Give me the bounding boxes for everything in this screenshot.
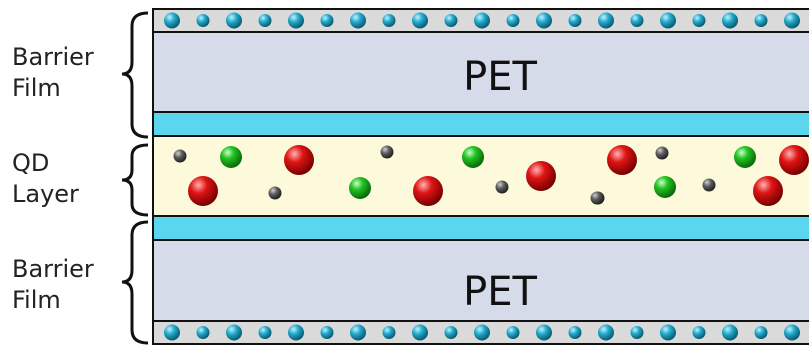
coating-bead bbox=[382, 326, 396, 339]
bottom-barrier-bracket bbox=[121, 220, 149, 345]
bottom-barrier-film-label-line2: Film bbox=[12, 286, 61, 314]
coating-bead bbox=[412, 12, 428, 29]
qd-layer-bracket bbox=[121, 143, 149, 217]
coating-bead bbox=[754, 14, 768, 27]
coating-bead bbox=[444, 14, 458, 27]
coating-bead bbox=[474, 12, 490, 29]
coating-bead bbox=[536, 324, 552, 341]
coating-bead bbox=[598, 12, 614, 29]
green-quantum-dot bbox=[654, 176, 676, 198]
gray-quantum-dot bbox=[702, 178, 716, 192]
gray-quantum-dot bbox=[380, 145, 394, 159]
bottom-barrier-film-label-line1: Barrier bbox=[12, 255, 94, 283]
top-adhesive-layer bbox=[152, 111, 809, 137]
coating-bead bbox=[784, 324, 800, 341]
coating-bead bbox=[164, 12, 180, 29]
bottom-pet-layer bbox=[152, 239, 809, 322]
coating-bead bbox=[258, 326, 272, 339]
qd-layer-label-line1: QD bbox=[12, 149, 50, 177]
red-quantum-dot bbox=[526, 161, 556, 191]
coating-bead bbox=[784, 12, 800, 29]
coating-bead bbox=[164, 324, 180, 341]
gray-quantum-dot bbox=[590, 191, 604, 205]
green-quantum-dot bbox=[462, 146, 484, 168]
top-barrier-film-label-line1: Barrier bbox=[12, 43, 94, 71]
coating-bead bbox=[382, 14, 396, 27]
gray-quantum-dot bbox=[495, 180, 509, 194]
green-quantum-dot bbox=[734, 146, 756, 168]
coating-bead bbox=[288, 12, 304, 29]
red-quantum-dot bbox=[779, 145, 809, 175]
coating-bead bbox=[320, 14, 334, 27]
coating-bead bbox=[630, 14, 644, 27]
qd-matrix-layer bbox=[152, 135, 809, 217]
gray-quantum-dot bbox=[268, 186, 282, 200]
coating-bead bbox=[660, 324, 676, 341]
coating-bead bbox=[536, 12, 552, 29]
top-barrier-film-label: Barrier Film bbox=[12, 42, 94, 104]
coating-bead bbox=[692, 326, 706, 339]
coating-bead bbox=[506, 14, 520, 27]
coating-bead bbox=[630, 326, 644, 339]
green-quantum-dot bbox=[220, 146, 242, 168]
red-quantum-dot bbox=[413, 176, 443, 206]
bottom-coating-beads bbox=[164, 324, 800, 341]
coating-bead bbox=[288, 324, 304, 341]
gray-quantum-dot bbox=[173, 149, 187, 163]
coating-bead bbox=[226, 324, 242, 341]
top-pet-label: PET bbox=[463, 54, 537, 100]
coating-bead bbox=[474, 324, 490, 341]
coating-bead bbox=[196, 14, 210, 27]
qd-layer-label-line2: Layer bbox=[12, 180, 79, 208]
coating-bead bbox=[196, 326, 210, 339]
coating-bead bbox=[568, 326, 582, 339]
red-quantum-dot bbox=[607, 145, 637, 175]
gray-quantum-dot bbox=[655, 146, 669, 160]
coating-bead bbox=[320, 326, 334, 339]
coating-bead bbox=[722, 324, 738, 341]
quantum-dots bbox=[173, 145, 809, 206]
bottom-pet-label: PET bbox=[463, 269, 537, 315]
top-barrier-bracket bbox=[121, 11, 149, 139]
coating-bead bbox=[350, 12, 366, 29]
red-quantum-dot bbox=[753, 176, 783, 206]
coating-bead bbox=[506, 326, 520, 339]
qd-layer-label: QD Layer bbox=[12, 148, 79, 210]
top-pet-layer bbox=[152, 31, 809, 113]
coating-bead bbox=[660, 12, 676, 29]
coating-bead bbox=[444, 326, 458, 339]
top-coating-beads bbox=[164, 12, 800, 29]
green-quantum-dot bbox=[349, 177, 371, 199]
coating-bead bbox=[598, 324, 614, 341]
bottom-barrier-film-label: Barrier Film bbox=[12, 254, 94, 316]
coating-bead bbox=[568, 14, 582, 27]
coating-bead bbox=[258, 14, 272, 27]
coating-bead bbox=[692, 14, 706, 27]
bottom-adhesive-layer bbox=[152, 215, 809, 241]
red-quantum-dot bbox=[284, 145, 314, 175]
red-quantum-dot bbox=[188, 176, 218, 206]
coating-bead bbox=[722, 12, 738, 29]
coating-bead bbox=[412, 324, 428, 341]
coating-bead bbox=[754, 326, 768, 339]
top-barrier-film-label-line2: Film bbox=[12, 74, 61, 102]
coating-bead bbox=[350, 324, 366, 341]
coating-bead bbox=[226, 12, 242, 29]
